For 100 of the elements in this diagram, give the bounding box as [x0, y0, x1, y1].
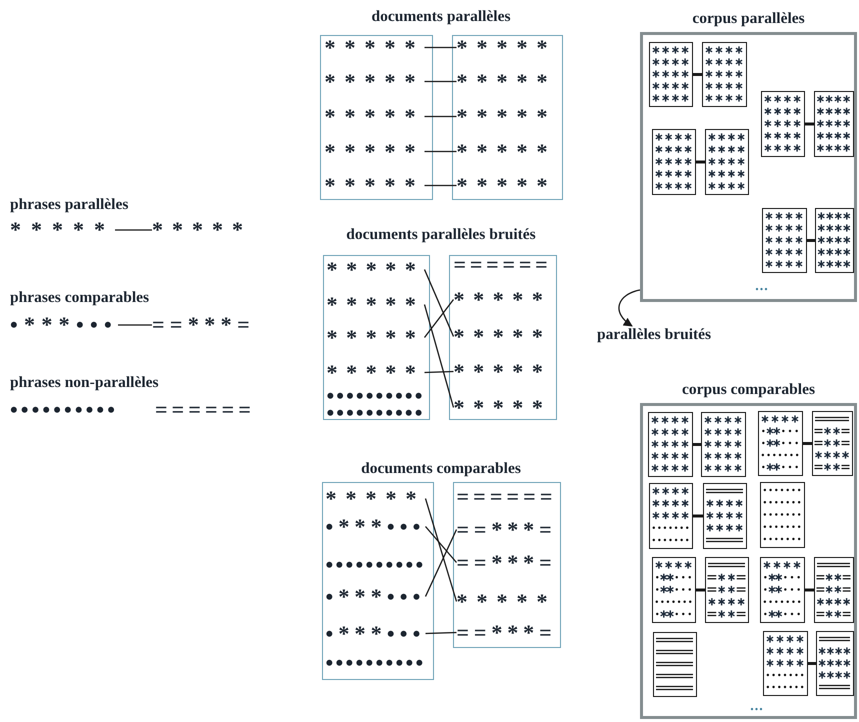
document-box: [323, 255, 430, 420]
symbol-sentence: •***•••: [326, 588, 426, 606]
symbol-sentence: ======: [454, 256, 552, 274]
symbol-sentence: *****: [326, 364, 424, 382]
section-title: documents parallèles bruités: [346, 226, 536, 244]
symbol-sentence: •***•••: [326, 518, 426, 536]
document-thumbnail: [705, 557, 749, 623]
symbol-sentence: *****: [456, 72, 556, 90]
connector-line: [118, 324, 152, 326]
symbol-sentence: ••••••••••: [326, 386, 424, 404]
document-thumbnail: [649, 483, 693, 549]
symbol-sentence: *****: [152, 221, 252, 239]
symbol-sentence: •***•••: [326, 624, 426, 642]
symbol-sentence: *****: [326, 328, 424, 346]
symbol-sentence: ••••••••••: [326, 404, 424, 422]
alignment-link: [808, 662, 816, 665]
document-box: [453, 482, 561, 648]
symbol-sentence: ==***=: [456, 554, 556, 572]
document-thumbnail: [703, 483, 747, 549]
document-thumbnail: [652, 129, 696, 195]
document-thumbnail: [816, 631, 854, 696]
connector-line: [424, 184, 456, 186]
symbol-sentence: *****: [324, 142, 424, 160]
section-title: documents comparables: [361, 460, 521, 478]
symbol-sentence: •***•••: [10, 316, 118, 334]
ellipsis: ...: [750, 700, 764, 714]
symbol-sentence: ======: [155, 401, 255, 419]
document-box: [452, 35, 563, 200]
document-thumbnail: [653, 632, 697, 697]
connector-line: [424, 370, 454, 374]
connector-line: [425, 632, 457, 634]
connector-line: [424, 299, 454, 338]
document-thumbnail: [763, 631, 808, 696]
symbol-sentence: *****: [456, 38, 556, 56]
document-thumbnail: [814, 91, 854, 157]
section-title: documents parallèles: [371, 8, 511, 26]
symbol-sentence: ==***=: [456, 624, 556, 642]
document-thumbnail: [701, 412, 746, 477]
connector-line: [424, 80, 456, 82]
connector-line: [424, 116, 456, 118]
symbol-sentence: *****: [326, 490, 426, 508]
connector-line: [424, 529, 458, 597]
panel-title: corpus parallèles: [692, 10, 805, 28]
document-thumbnail: [760, 482, 805, 548]
panel-title: corpus comparables: [682, 381, 816, 399]
symbol-sentence: *****: [10, 221, 115, 239]
annotation-text: parallèles bruités: [597, 326, 712, 344]
document-thumbnail: [705, 129, 749, 195]
alignment-link: [693, 73, 702, 76]
symbol-sentence: *****: [454, 362, 552, 380]
symbol-sentence: *****: [324, 72, 424, 90]
document-box: [322, 482, 434, 680]
alignment-link: [803, 442, 812, 445]
document-thumbnail: [702, 42, 747, 107]
document-thumbnail: [760, 557, 805, 623]
document-thumbnail: [815, 208, 854, 273]
legend-title: phrases parallèles: [10, 196, 128, 214]
document-box: [320, 35, 433, 200]
alignment-link: [696, 588, 705, 592]
alignment-link: [696, 160, 705, 164]
alignment-link: [807, 239, 815, 242]
document-thumbnail: [812, 411, 853, 476]
document-thumbnail: [762, 208, 807, 273]
symbol-sentence: *****: [454, 398, 552, 416]
symbol-sentence: *****: [326, 260, 424, 278]
symbol-sentence: *****: [456, 176, 556, 194]
symbol-sentence: ======: [456, 488, 556, 506]
alignment-link: [805, 588, 814, 592]
connector-line: [425, 526, 457, 563]
document-thumbnail: [761, 91, 805, 157]
connector-line: [424, 498, 458, 602]
connector-line: [424, 150, 456, 152]
document-thumbnail: [648, 412, 693, 477]
connector-line: [424, 46, 456, 48]
symbol-sentence: *****: [324, 38, 424, 56]
symbol-sentence: ==***=: [456, 520, 556, 538]
symbol-sentence: ==***=: [152, 316, 255, 334]
document-box: [449, 255, 557, 420]
legend-title: phrases comparables: [10, 289, 150, 307]
document-thumbnail: [758, 411, 803, 476]
symbol-sentence: *****: [456, 142, 556, 160]
symbol-sentence: *****: [456, 108, 556, 126]
symbol-sentence: *****: [324, 176, 424, 194]
document-thumbnail: [652, 557, 696, 623]
document-thumbnail: [814, 557, 854, 623]
symbol-sentence: *****: [454, 328, 552, 346]
connector-line: [424, 304, 454, 408]
alignment-link: [693, 514, 703, 518]
symbol-sentence: *****: [326, 296, 424, 314]
legend-title: phrases non-parallèles: [10, 374, 159, 392]
document-thumbnail: [649, 42, 693, 107]
symbol-sentence: *****: [324, 108, 424, 126]
connector-line: [115, 229, 152, 231]
symbol-sentence: *****: [454, 290, 552, 308]
symbol-sentence: *****: [456, 592, 556, 610]
symbol-sentence: ••••••••••: [326, 556, 426, 574]
ellipsis: ...: [755, 280, 769, 294]
connector-line: [424, 269, 454, 337]
alignment-link: [805, 122, 814, 126]
symbol-sentence: ••••••••••: [10, 401, 118, 419]
